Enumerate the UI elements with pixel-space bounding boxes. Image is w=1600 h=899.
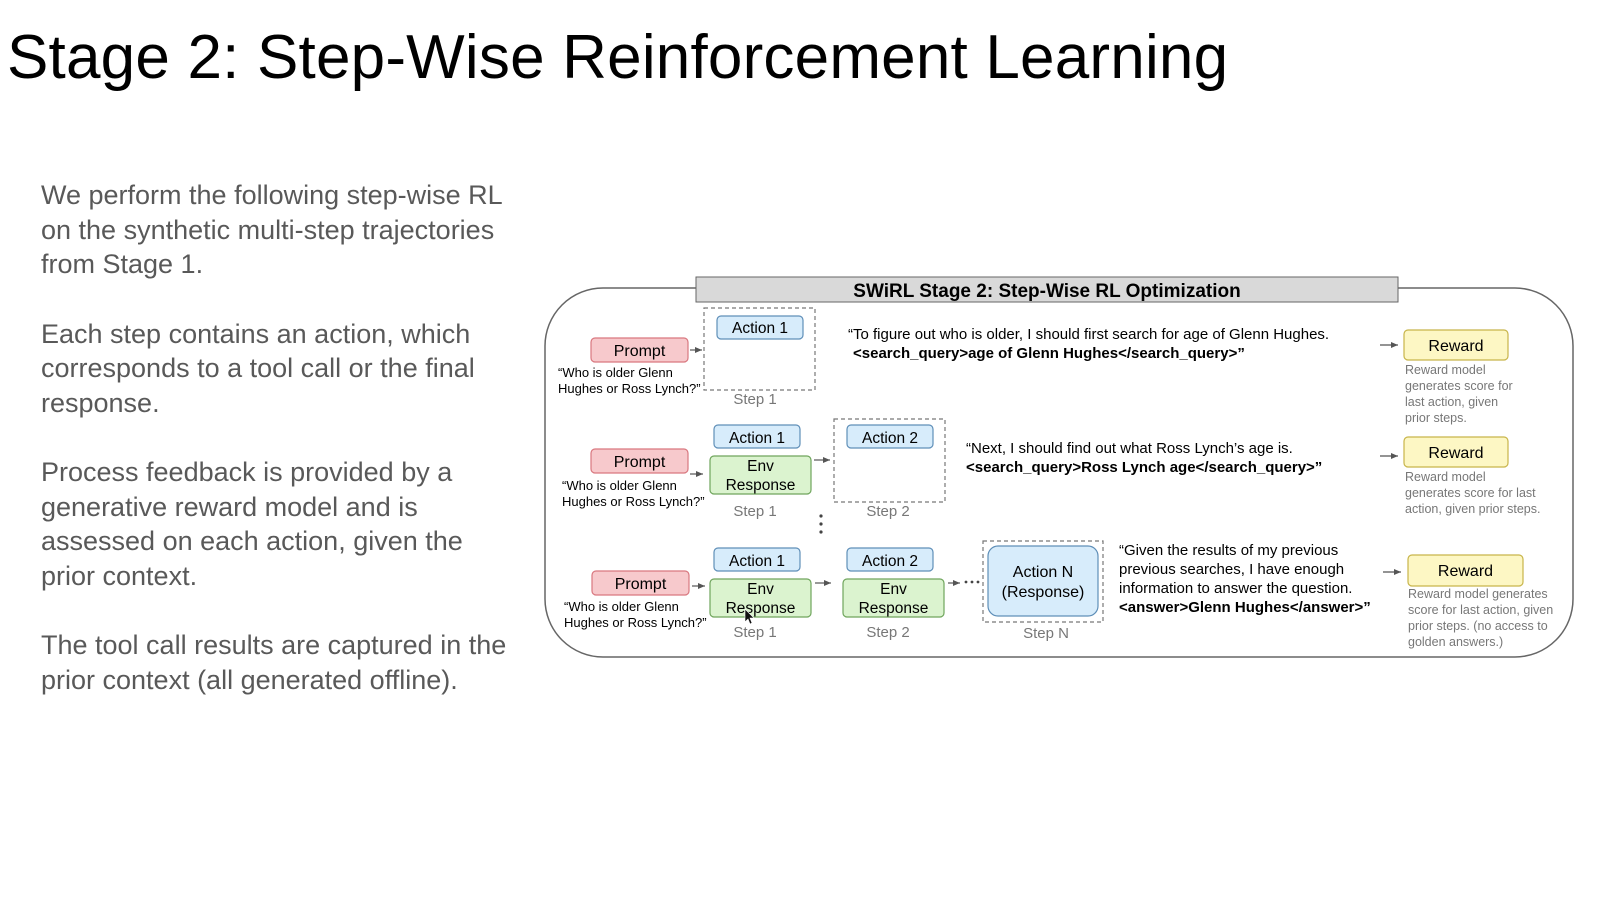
question-text: “Who is older Glenn (558, 365, 673, 380)
paragraph-process-feedback: Process feedback is provided by a genera… (41, 457, 463, 591)
step-n-dashed-box (982, 540, 1104, 623)
action-1-box (716, 315, 804, 340)
action-n-label: (Response) (1002, 584, 1085, 601)
reward-description: generates score for (1405, 379, 1513, 393)
reward-label: Reward (1428, 445, 1483, 462)
prompt-box (590, 337, 689, 363)
env-response-box (842, 578, 945, 618)
slide-title: Stage 2: Step-Wise Reinforcement Learnin… (7, 23, 1229, 92)
row-1: Prompt “Who is older Glenn Hughes or Ros… (558, 307, 1513, 425)
action-n-response-box (987, 545, 1099, 617)
prompt-box (591, 570, 690, 596)
paragraph-tool-results: The tool call results are captured in th… (41, 630, 507, 695)
reward-box (1403, 329, 1509, 361)
reward-description: Reward model generates (1408, 587, 1548, 601)
reward-label: Reward (1428, 338, 1483, 355)
env-response-label: Env (747, 581, 774, 598)
action-2-label: Action 2 (862, 430, 918, 447)
prompt-box (590, 448, 689, 474)
model-output-quote: “Given the results of my previous (1119, 542, 1338, 559)
mouse-cursor-icon (744, 608, 755, 625)
question-text: Hughes or Ross Lynch?” (558, 381, 701, 396)
step-label: Step 2 (866, 503, 909, 520)
model-output-quote: “To figure out who is older, I should fi… (848, 326, 1329, 343)
bullet-text: We perform the following step-wise RL on… (41, 178, 521, 732)
prompt-label: Prompt (614, 343, 666, 360)
action-1-box (713, 424, 801, 449)
model-output-quote: “Next, I should find out what Ross Lynch… (966, 440, 1293, 457)
question-text: “Who is older Glenn (564, 599, 679, 614)
action-n-label: Action N (1013, 564, 1073, 581)
reward-description: Reward model (1405, 363, 1486, 377)
reward-description: Reward model (1405, 470, 1486, 484)
question-text: Hughes or Ross Lynch?” (562, 494, 705, 509)
reward-box (1407, 554, 1524, 587)
diagram-header (695, 276, 1399, 303)
env-response-label: Env (880, 581, 907, 598)
model-output-quote: information to answer the question. (1119, 580, 1352, 597)
row-3: Prompt “Who is older Glenn Hughes or Ros… (564, 540, 1553, 649)
env-response-box (709, 578, 812, 618)
diagram-title: SWiRL Stage 2: Step-Wise RL Optimization (853, 281, 1240, 302)
step-2-dashed-box (833, 418, 946, 503)
reward-description: prior steps. (1405, 411, 1467, 425)
prompt-label: Prompt (614, 454, 666, 471)
reward-description: action, given prior steps. (1405, 502, 1541, 516)
row-2: Prompt “Who is older Glenn Hughes or Ros… (562, 418, 1541, 520)
question-text: “Who is older Glenn (562, 478, 677, 493)
model-output-query: <search_query>Ross Lynch age</search_que… (966, 459, 1322, 476)
reward-description: last action, given (1405, 395, 1498, 409)
paragraph-step-wise-rl: We perform the following step-wise RL on… (41, 180, 502, 279)
model-output-quote: previous searches, I have enough (1119, 561, 1344, 578)
action-1-label: Action 1 (729, 430, 785, 447)
env-response-label: Response (726, 477, 796, 494)
step-1-dashed-box (703, 307, 816, 391)
reward-description: prior steps. (no access to (1408, 619, 1548, 633)
action-1-box (713, 547, 801, 572)
env-response-label: Response (726, 600, 796, 617)
step-label: Step N (1023, 625, 1069, 642)
env-response-label: Env (747, 458, 774, 475)
model-output-answer: <answer>Glenn Hughes</answer>” (1119, 599, 1371, 616)
prompt-label: Prompt (615, 576, 667, 593)
env-response-label: Response (859, 600, 929, 617)
step-label: Step 1 (733, 391, 776, 408)
reward-box (1403, 436, 1509, 468)
action-1-label: Action 1 (729, 553, 785, 570)
step-label: Step 1 (733, 624, 776, 641)
step-label: Step 2 (866, 624, 909, 641)
reward-label: Reward (1438, 563, 1493, 580)
action-2-box (846, 424, 934, 449)
vertical-ellipsis (819, 514, 823, 534)
reward-description: golden answers.) (1408, 635, 1503, 649)
action-1-label: Action 1 (732, 320, 788, 337)
action-2-label: Action 2 (862, 553, 918, 570)
action-2-box (846, 547, 934, 572)
step-label: Step 1 (733, 503, 776, 520)
paragraph-actions: Each step contains an action, which corr… (41, 318, 475, 418)
model-output-query: <search_query>age of Glenn Hughes</searc… (853, 345, 1245, 362)
env-response-box (709, 455, 812, 495)
reward-description: generates score for last (1405, 486, 1536, 500)
horizontal-ellipsis (964, 580, 980, 584)
question-text: Hughes or Ross Lynch?” (564, 615, 707, 630)
reward-description: score for last action, given (1408, 603, 1553, 617)
